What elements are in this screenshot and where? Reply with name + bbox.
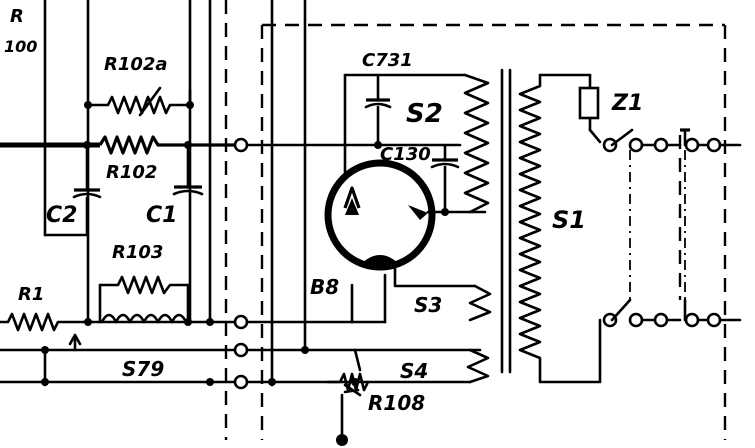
label-c2: C2 — [46, 203, 77, 228]
label-c130: C130 — [380, 144, 431, 165]
s1-winding — [518, 73, 602, 384]
r102-resistor — [0, 135, 235, 155]
c130-capacitor — [430, 143, 487, 216]
label-r102: R102 — [106, 162, 157, 183]
label-s3: S3 — [414, 293, 442, 317]
label-s1: S1 — [552, 206, 586, 234]
s3-winding — [468, 284, 492, 322]
label-s79: S79 — [122, 357, 164, 381]
switch-gang-link — [629, 150, 686, 300]
enclosure-dashed-lines — [224, 0, 727, 440]
r102a-resistor — [86, 86, 192, 117]
label-r103: R103 — [112, 242, 163, 263]
label-r-top-value: 100 — [4, 37, 37, 56]
c1-capacitor — [172, 143, 204, 196]
label-s4: S4 — [400, 359, 428, 383]
label-r-top: R — [10, 6, 24, 27]
s2-winding — [463, 73, 490, 214]
c2-capacitor — [43, 143, 102, 237]
lower-bus-wires — [0, 333, 237, 384]
label-b8: B8 — [310, 275, 339, 299]
r103-resistor-and-coil — [98, 275, 190, 324]
label-r102a: R102a — [104, 54, 168, 75]
z1-fuse — [578, 73, 602, 144]
component-labels: R 100 R102a R102 C2 C1 R103 R1 S79 C731 … — [4, 6, 643, 415]
upper-switch-row — [602, 128, 742, 153]
label-c731: C731 — [362, 50, 413, 71]
lower-switch-row — [602, 298, 742, 328]
terminals — [233, 137, 249, 390]
s4-winding — [466, 348, 490, 384]
r1-resistor — [0, 312, 237, 332]
c731-capacitor — [364, 73, 392, 149]
junction-dots-left — [41, 101, 309, 386]
label-r1: R1 — [18, 284, 44, 305]
label-c1: C1 — [146, 203, 177, 228]
r108-potentiometer — [326, 348, 370, 446]
b8-tube — [324, 159, 477, 288]
label-s2: S2 — [406, 99, 443, 129]
label-r108: R108 — [368, 391, 425, 415]
transformer-core — [500, 68, 512, 374]
label-z1: Z1 — [611, 91, 643, 116]
